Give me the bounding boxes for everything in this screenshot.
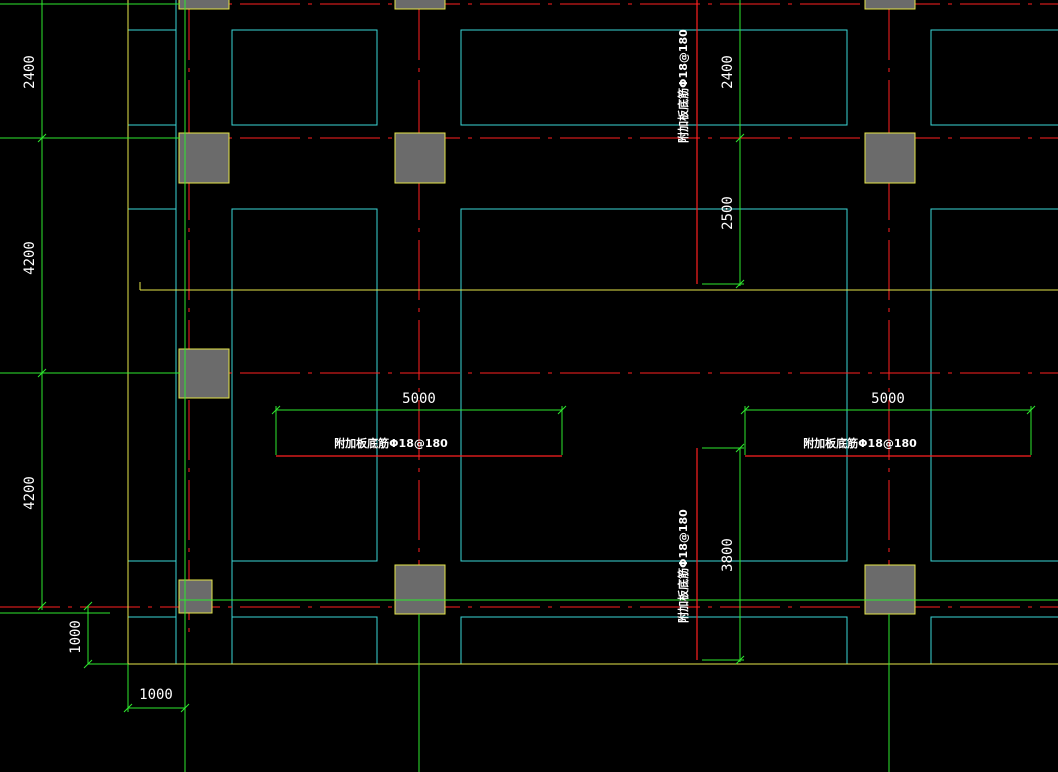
columns [178,0,916,615]
slab-panel [127,208,177,562]
dim-tick [123,703,133,713]
dim-tick [37,133,47,143]
column[interactable] [178,132,230,184]
dim-text-span-left: 5000 [402,391,436,407]
rebar-note-bottom[interactable]: 附加板底筋Φ18@180 [676,509,690,623]
dim-text-left-bottom: 4200 [22,476,38,510]
rebar-annotations: 附加板底筋Φ18@180 附加板底筋Φ18@180 附加板底筋Φ18@180 附… [334,29,917,623]
slab-edge-lines [127,0,1058,665]
column[interactable] [178,348,230,399]
dim-tick [740,405,750,415]
dim-tick [735,133,745,143]
slab-panel [231,616,378,665]
dim-text-left-top: 2400 [22,55,38,89]
column[interactable] [178,579,213,614]
beam-outlines [127,0,1058,665]
rebar-note-top[interactable]: 附加板底筋Φ18@180 [676,29,690,143]
slab-panel [231,29,378,126]
dim-text-left-offset: 1000 [68,620,84,654]
rebar-note-right[interactable]: 附加板底筋Φ18@180 [803,436,917,450]
slab-panel [127,29,177,126]
dimension-texts: 2400 4200 4200 1000 1000 2400 2500 3800 … [22,55,905,703]
dim-text-right-mid: 2500 [720,196,736,230]
dim-text-right-bottom: 3800 [720,538,736,572]
dim-tick [83,601,93,611]
slab-panel [460,208,848,562]
dim-tick [1026,405,1036,415]
column[interactable] [394,564,446,615]
column[interactable] [864,564,916,615]
slab-panel [930,616,1058,665]
slab-panel [460,29,848,126]
slab-panel [127,616,177,665]
column[interactable] [394,132,446,184]
slab-panel [930,208,1058,562]
dim-text-right-top: 2400 [720,55,736,89]
dim-tick [37,368,47,378]
dim-tick [37,601,47,611]
rebar-note-left[interactable]: 附加板底筋Φ18@180 [334,436,448,450]
column[interactable] [864,132,916,184]
dim-tick [180,703,190,713]
dim-tick [271,405,281,415]
slab-panel [231,208,378,562]
dim-text-left-mid: 4200 [22,241,38,275]
dim-text-bottom-offset: 1000 [139,687,173,703]
column[interactable] [394,0,446,10]
dim-text-span-right: 5000 [871,391,905,407]
rebar-lines [276,0,1031,660]
dim-tick [557,405,567,415]
slab-panel [460,616,848,665]
slab-panel [930,29,1058,126]
column[interactable] [178,0,230,10]
axis-lines [0,0,1058,640]
column[interactable] [864,0,916,10]
